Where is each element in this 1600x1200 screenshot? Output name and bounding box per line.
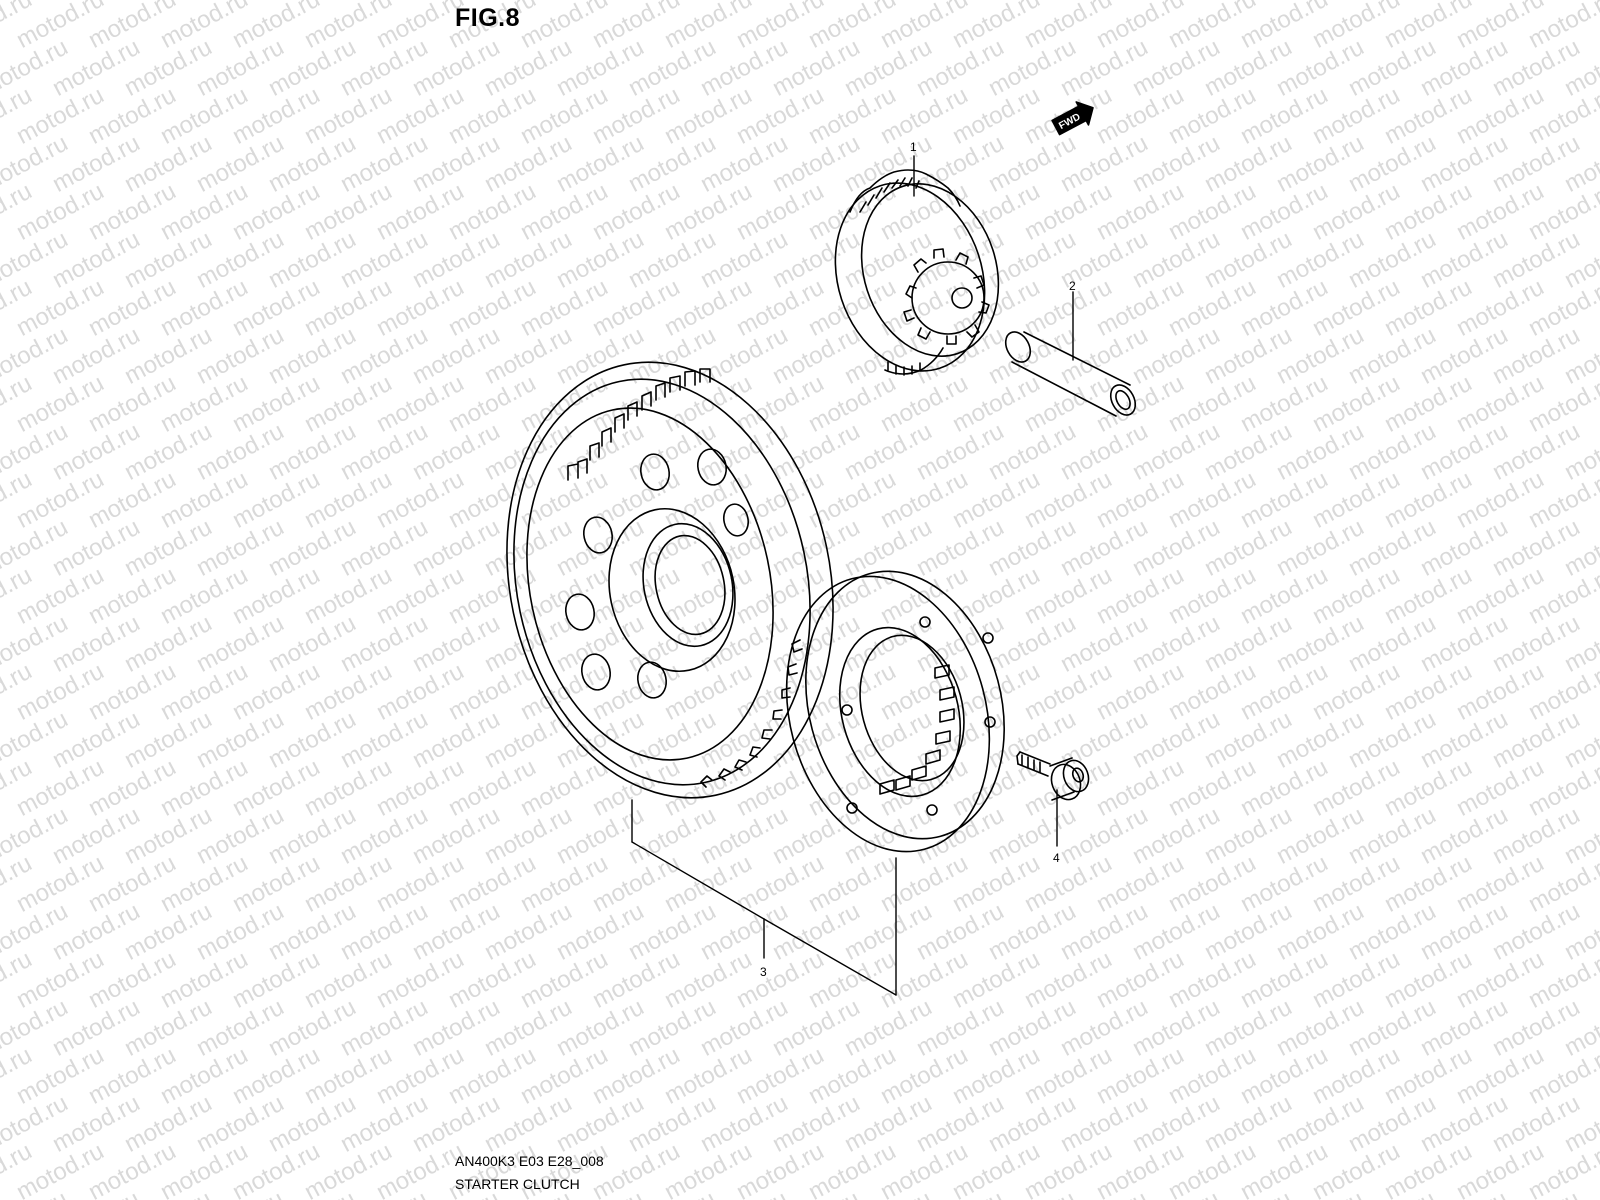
shaft-icon: [1004, 331, 1137, 417]
figure-caption: STARTER CLUTCH: [455, 1176, 580, 1192]
starter-driven-gear-icon: [506, 361, 834, 799]
figure-code: AN400K3 E03 E28_008: [455, 1153, 604, 1169]
figure-title: FIG.8: [455, 4, 521, 32]
callout-1: 1: [910, 140, 917, 154]
leader-lines: [631, 155, 1074, 996]
callout-2: 2: [1069, 279, 1076, 293]
callout-4: 4: [1053, 851, 1060, 865]
idle-gear-icon: [834, 169, 1000, 376]
bolt-icon: [1016, 751, 1090, 801]
fwd-arrow-icon: FWD: [1051, 101, 1094, 136]
callout-3: 3: [760, 965, 767, 979]
one-way-clutch-icon: [785, 570, 1005, 853]
